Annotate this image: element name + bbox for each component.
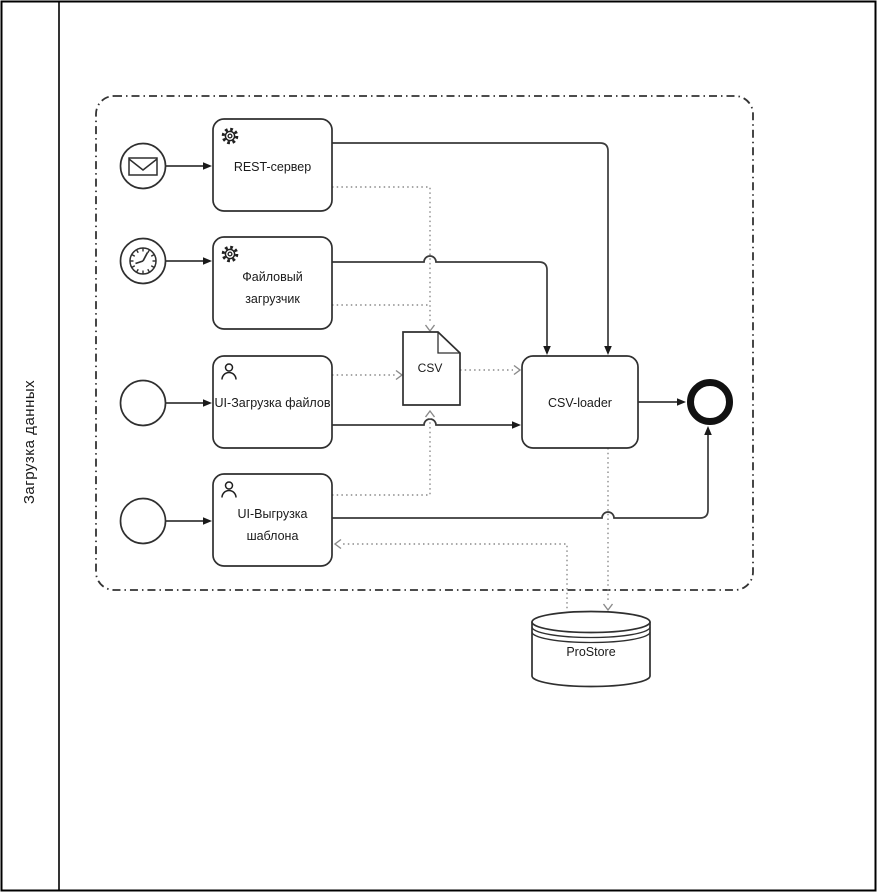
clock-icon — [129, 247, 157, 275]
open-arrowhead — [513, 364, 522, 376]
assoc-rest-to-csv — [332, 186, 431, 324]
open-arrowhead — [424, 409, 436, 418]
start-event-message — [119, 142, 167, 190]
task-label: CSV-loader — [548, 396, 612, 410]
open-arrowhead — [395, 369, 404, 381]
arrowhead — [677, 398, 686, 406]
arrowhead — [604, 346, 612, 355]
user-icon — [221, 481, 237, 498]
pool-title: Загрузка данных — [21, 380, 38, 504]
flow-fileloader-to-csvloader — [332, 255, 548, 346]
data-object-csv: CSV — [402, 331, 461, 406]
data-associations — [332, 186, 614, 613]
task-label: UI-Загрузка файлов — [215, 396, 331, 410]
task-rest-server: REST-сервер — [212, 118, 333, 212]
task-ui-upload: UI-Загрузка файлов — [212, 355, 333, 449]
task-label-line2: шаблона — [247, 529, 299, 543]
user-icon — [221, 363, 237, 380]
start-event-template — [119, 497, 167, 545]
open-arrowhead — [333, 538, 342, 550]
task-file-loader: Файловый загрузчик — [212, 236, 333, 330]
start-event-upload — [119, 379, 167, 427]
arrowhead — [203, 257, 212, 265]
end-event — [687, 379, 733, 425]
task-label-line1: Файловый — [242, 270, 302, 284]
envelope-icon — [128, 157, 158, 176]
arrowhead — [704, 426, 712, 435]
arrowhead — [203, 399, 212, 407]
gear-icon — [221, 245, 239, 263]
flow-rest-to-csvloader — [332, 142, 609, 346]
task-label: REST-сервер — [234, 160, 311, 174]
document-icon — [402, 331, 461, 406]
cylinder-icon — [531, 622, 651, 688]
gear-icon — [221, 127, 239, 145]
start-event-timer — [119, 237, 167, 285]
arrowhead — [543, 346, 551, 355]
sequence-flows — [166, 142, 712, 525]
process-group-boundary — [95, 95, 754, 591]
open-arrowhead — [424, 324, 436, 333]
open-arrowhead — [602, 603, 614, 612]
arrowhead — [512, 421, 521, 429]
datastore-label: ProStore — [566, 645, 615, 659]
arrowhead — [203, 162, 212, 170]
task-label-line2: загрузчик — [245, 292, 300, 306]
task-csv-loader: CSV-loader — [521, 355, 639, 449]
arrowhead — [203, 517, 212, 525]
data-object-label: CSV — [418, 361, 443, 375]
task-ui-template: UI-Выгрузка шаблона — [212, 473, 333, 567]
task-label-line1: UI-Выгрузка — [237, 507, 307, 521]
flow-uitemplate-to-end — [332, 435, 709, 519]
datastore-prostore: ProStore — [531, 610, 651, 688]
